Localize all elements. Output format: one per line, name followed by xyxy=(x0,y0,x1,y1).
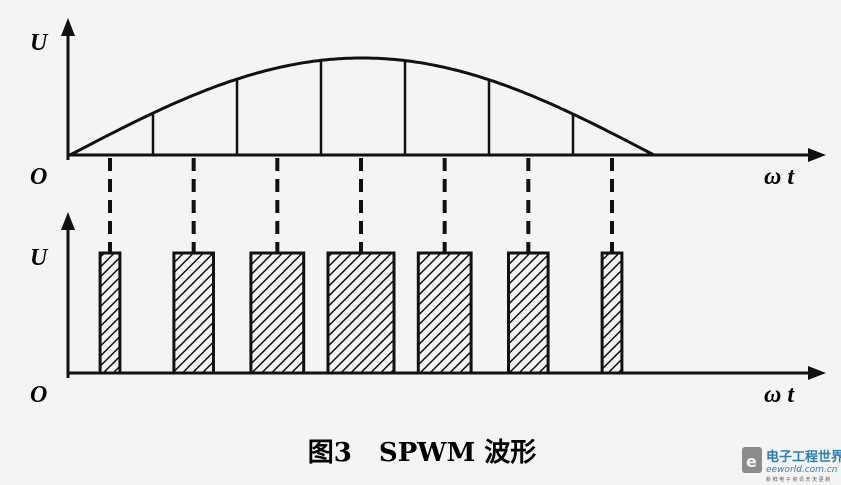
bottom-x-arrow xyxy=(808,366,826,380)
watermark: e 电子工程世界 eeworld.com.cn 新 鲜 电 子 资 讯 天 天 … xyxy=(742,447,841,483)
pwm-pulse xyxy=(416,251,473,375)
pwm-pulse xyxy=(172,251,215,375)
bottom-origin-label: O xyxy=(30,382,47,408)
pwm-pulse xyxy=(249,251,306,375)
top-x-arrow xyxy=(808,148,826,162)
watermark-slogan: 新 鲜 电 子 资 讯 天 天 更 新 xyxy=(766,476,830,483)
watermark-logo-mark: e xyxy=(746,452,757,471)
top-origin-label: O xyxy=(30,164,47,190)
pwm-pulses xyxy=(98,251,624,375)
bottom-y-arrow xyxy=(61,212,75,230)
top-y-label: U xyxy=(30,30,49,56)
pwm-pulse xyxy=(600,251,624,375)
bottom-y-label: U xyxy=(30,245,49,271)
top-x-label: ω t xyxy=(764,164,795,190)
watermark-logo-icon xyxy=(742,447,762,473)
top-y-arrow xyxy=(61,18,75,36)
sample-lines xyxy=(151,60,575,155)
watermark-brand: 电子工程世界 xyxy=(766,449,841,465)
pwm-pulse xyxy=(326,251,396,375)
figure-caption: 图3 SPWM 波形 xyxy=(308,438,537,468)
bottom-x-label: ω t xyxy=(764,382,795,408)
sine-curve xyxy=(69,56,655,157)
watermark-site: eeworld.com.cn xyxy=(766,465,838,475)
projection-lines xyxy=(108,158,614,253)
pwm-pulse xyxy=(98,251,122,375)
pwm-pulse xyxy=(507,251,550,375)
